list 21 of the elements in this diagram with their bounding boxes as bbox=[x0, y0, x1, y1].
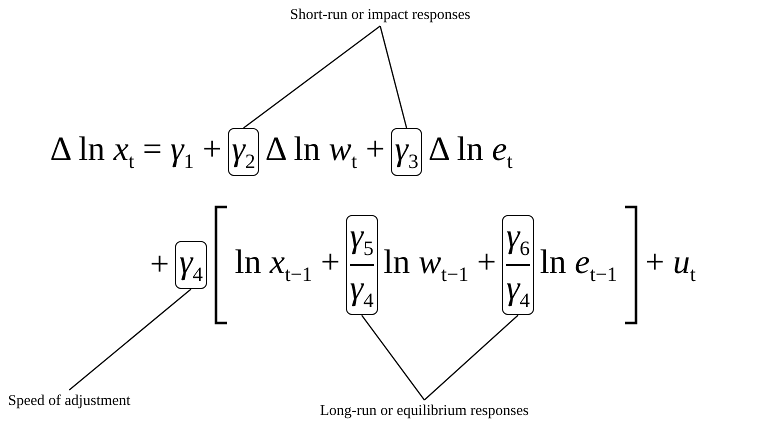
callout-text: Short-run or impact responses bbox=[290, 6, 470, 24]
equation-term: ln x$_{t−1}$ + bbox=[234, 244, 340, 286]
equation-term: + bbox=[150, 246, 170, 284]
leader-line bbox=[243, 25, 381, 129]
equation-term: Δ ln e$_{t}$ bbox=[428, 131, 513, 174]
equation-term: Δ ln x$_{t}$ = γ$_{1}$ + bbox=[50, 131, 222, 174]
callout-text: Long-run or equilibrium responses bbox=[320, 402, 529, 420]
leader-line bbox=[361, 314, 425, 400]
leader-line bbox=[424, 314, 518, 400]
boxed-coefficient: γ$_{2}$ bbox=[228, 128, 260, 176]
equation-term: Δ ln w$_{t}$ + bbox=[265, 131, 385, 174]
leader-line bbox=[68, 288, 192, 390]
leader-line bbox=[380, 26, 408, 128]
boxed-fraction: γ$_{5}$ γ$_{4}$ bbox=[346, 214, 378, 316]
callout-text: Speed of adjustment bbox=[8, 392, 130, 410]
boxed-fraction: γ$_{6}$ γ$_{4}$ bbox=[502, 214, 534, 316]
boxed-coefficient: γ$_{3}$ bbox=[390, 128, 422, 176]
equation-term: + u$_{t}$ bbox=[645, 244, 696, 286]
equation-term: ln w$_{t−1}$ + bbox=[384, 244, 496, 286]
boxed-coefficient: γ$_{4}$ bbox=[175, 240, 207, 290]
equation-term: ln e$_{t−1}$ bbox=[540, 244, 618, 286]
